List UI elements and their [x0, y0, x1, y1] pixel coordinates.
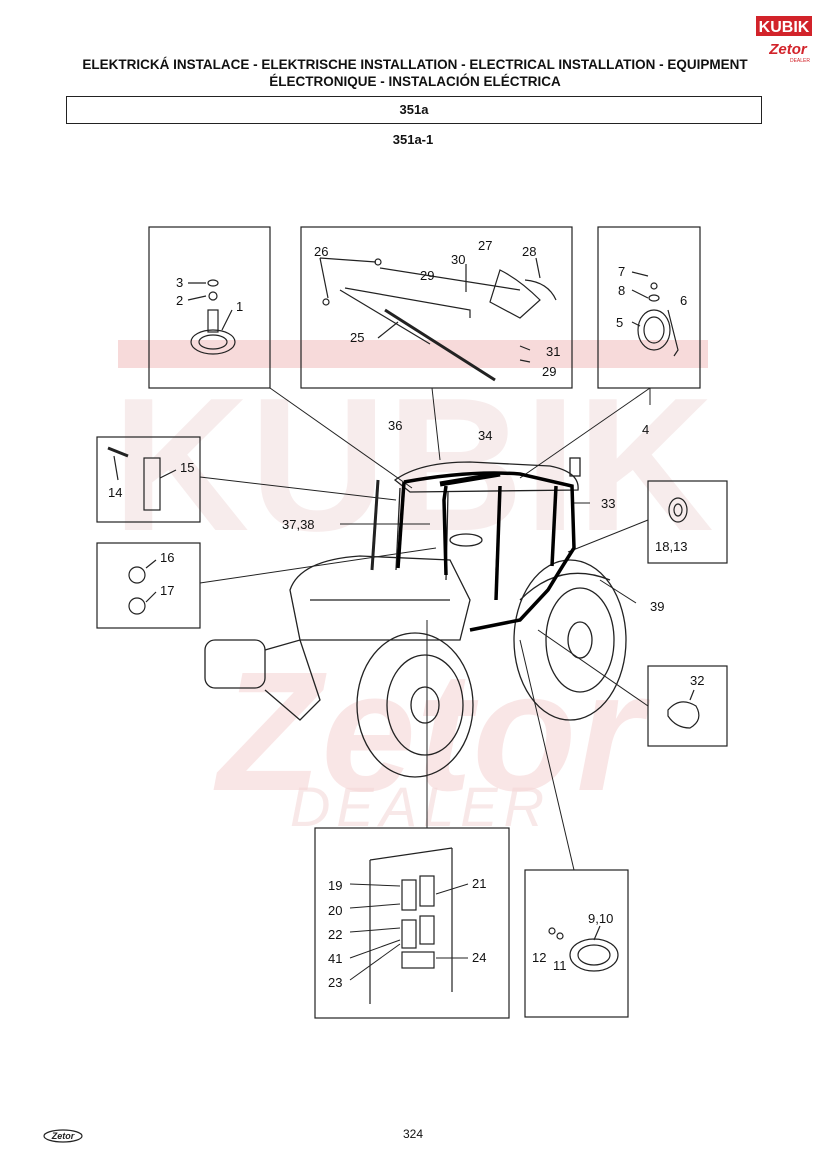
logo-zetor-text: Zetor: [768, 41, 808, 58]
subsection-number: 351a-1: [392, 132, 434, 147]
callout-2: 2: [176, 293, 183, 308]
callout-5: 5: [616, 315, 623, 330]
inset-box-headlight: [148, 226, 271, 389]
footer-brand-text: Zetor: [51, 1131, 75, 1141]
callout-21: 21: [472, 876, 486, 891]
callout-34: 34: [478, 428, 492, 443]
callout-7: 7: [618, 264, 625, 279]
inset-box-fuse: [96, 436, 201, 523]
beacon-assembly: [631, 271, 679, 357]
knob-items: [128, 559, 157, 615]
switch-panel: [349, 847, 469, 1004]
callout-18-13: 18,13: [655, 539, 688, 554]
callout-27: 27: [478, 238, 492, 253]
inset-box-clamp: [647, 665, 728, 747]
wiper-assembly: [319, 257, 557, 382]
callout-9-10: 9,10: [588, 911, 613, 926]
callout-8: 8: [618, 283, 625, 298]
callout-28: 28: [522, 244, 536, 259]
callout-16: 16: [160, 550, 174, 565]
logo-red-band: [756, 16, 812, 36]
fuse-items: [107, 446, 177, 511]
inset-box-switch-panel: [314, 827, 510, 1019]
inset-box-knobs: [96, 542, 201, 629]
callout-32: 32: [690, 673, 704, 688]
callout-6: 6: [680, 293, 687, 308]
lamp-assembly: [548, 925, 619, 972]
callout-3: 3: [176, 275, 183, 290]
page-number: 324: [402, 1127, 424, 1141]
clamp-item: [667, 689, 700, 729]
callout-26: 26: [314, 244, 328, 259]
callout-39: 39: [650, 599, 664, 614]
callout-11: 11: [553, 958, 567, 973]
callout-4: 4: [642, 422, 649, 437]
callout-29-top: 29: [420, 268, 434, 283]
inset-box-wiper: [300, 226, 573, 389]
wiring-harness: [396, 471, 576, 632]
callout-15: 15: [180, 460, 194, 475]
footer-zetor-logo: Zetor: [43, 1129, 83, 1143]
logo-kubik-text: KUBIK: [759, 19, 810, 36]
callout-33: 33: [601, 496, 615, 511]
callout-31: 31: [546, 344, 560, 359]
callout-17: 17: [160, 583, 174, 598]
page-title: ELEKTRICKÁ INSTALACE - ELEKTRISCHE INSTA…: [60, 56, 770, 90]
callout-24: 24: [472, 950, 486, 965]
callout-14: 14: [108, 485, 122, 500]
callout-25: 25: [350, 330, 364, 345]
callout-30: 30: [451, 252, 465, 267]
watermark-zetor: Zetor: [214, 637, 651, 827]
headlight-assembly: [187, 279, 236, 355]
title-line-2: ÉLECTRONIQUE - INSTALACIÓN ELÉCTRICA: [269, 74, 561, 89]
inset-box-grommet: [647, 480, 728, 564]
kubik-zetor-logo: KUBIK Zetor DEALER: [756, 16, 812, 64]
callout-29-bottom: 29: [542, 364, 556, 379]
callout-1: 1: [236, 299, 243, 314]
watermark-kubik: KUBIK: [112, 359, 714, 571]
title-line-1: ELEKTRICKÁ INSTALACE - ELEKTRISCHE INSTA…: [82, 57, 748, 72]
callout-20: 20: [328, 903, 342, 918]
callout-23: 23: [328, 975, 342, 990]
grommet-item: [668, 497, 688, 523]
callout-19: 19: [328, 878, 342, 893]
callout-22: 22: [328, 927, 342, 942]
callout-36: 36: [388, 418, 402, 433]
callout-37-38: 37,38: [282, 517, 315, 532]
logo-dealer-text: DEALER: [790, 58, 810, 64]
callout-12: 12: [532, 950, 546, 965]
tractor-drawing: [204, 457, 627, 778]
section-number-box: 351a: [66, 96, 762, 124]
inset-box-lamp: [524, 869, 629, 1018]
callout-41: 41: [328, 951, 342, 966]
leader-lines: [199, 387, 651, 871]
inset-box-beacon: [597, 226, 701, 389]
